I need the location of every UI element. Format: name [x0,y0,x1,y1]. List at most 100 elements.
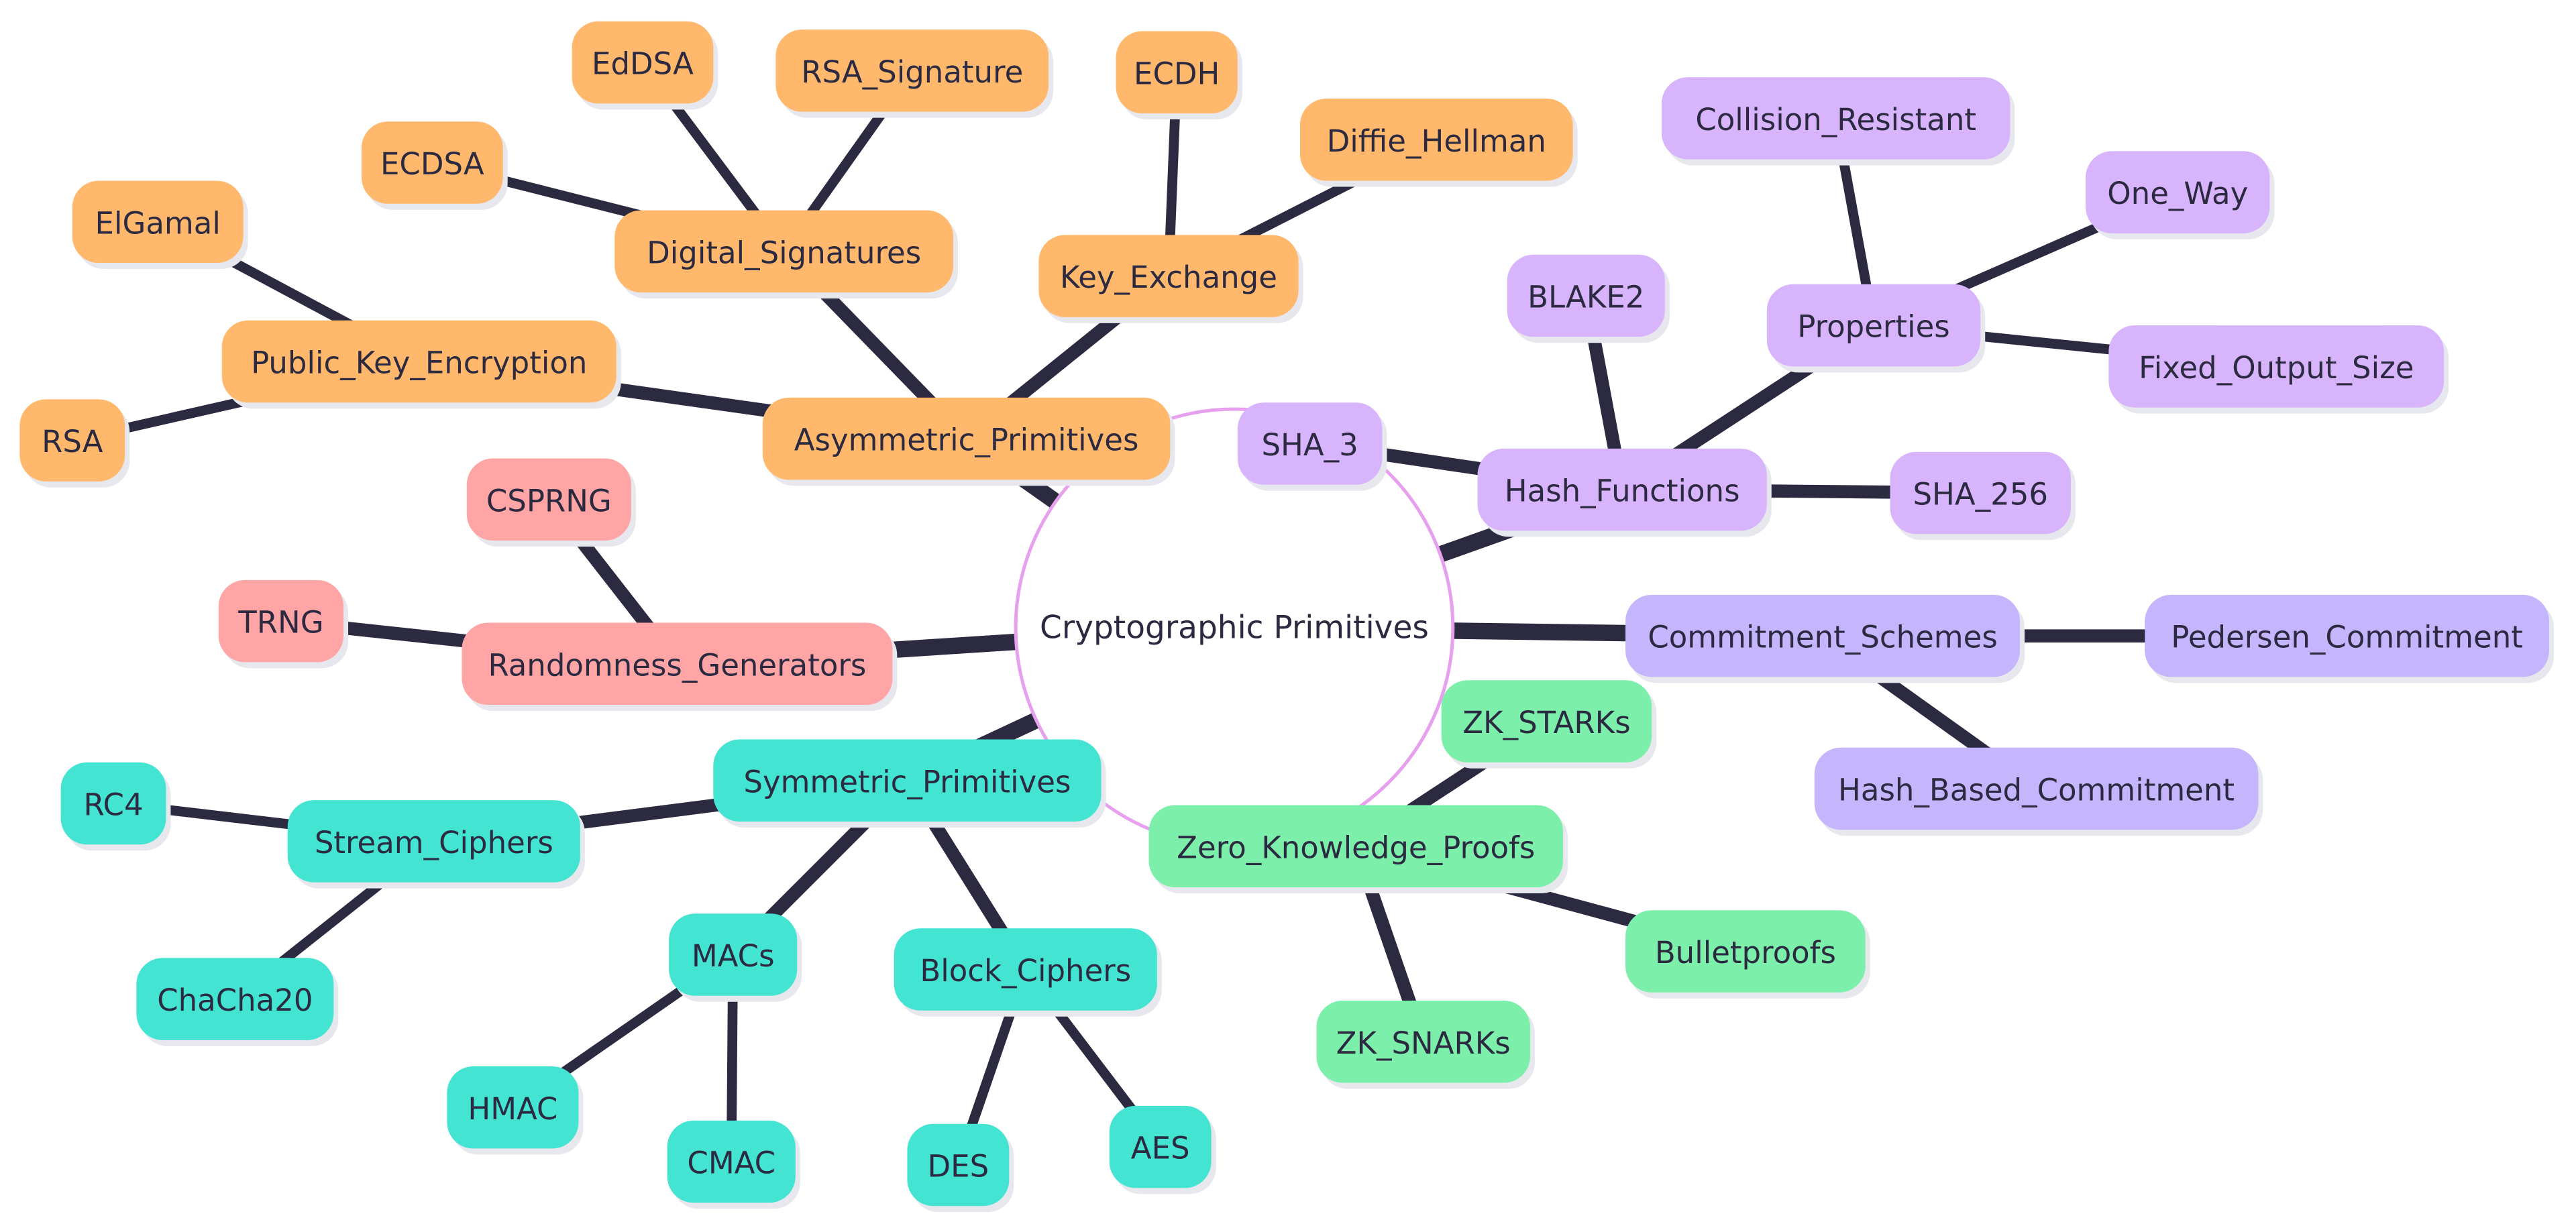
node-box[interactable] [1890,451,2072,535]
node-label: Diffie_Hellman [1327,123,1546,159]
node-box[interactable] [2086,151,2270,233]
node-bullet[interactable]: Bulletproofs [1625,910,1870,999]
node-zkp[interactable]: Zero_Knowledge_Proofs [1148,805,1568,894]
node-box[interactable] [907,1123,1010,1207]
node-box[interactable] [1316,1001,1530,1083]
node-des[interactable]: DES [907,1123,1014,1213]
node-label: Collision_Resistant [1695,102,1976,137]
node-box[interactable] [1661,77,2010,160]
node-props[interactable]: Properties [1766,284,1986,373]
node-box[interactable] [1116,31,1238,114]
node-label: Stream_Ciphers [315,825,553,860]
node-box[interactable] [72,180,244,264]
node-block[interactable]: Block_Ciphers [894,928,1162,1017]
node-cmac[interactable]: CMAC [667,1120,800,1209]
node-rsasig[interactable]: RSA_Signature [775,30,1054,118]
node-label: ECDSA [380,146,484,182]
node-label: Fixed_Output_Size [2139,350,2414,386]
node-box[interactable] [136,958,334,1040]
node-eddsa[interactable]: EdDSA [572,21,718,110]
node-ecdh[interactable]: ECDH [1116,31,1242,120]
node-box[interactable] [2145,594,2549,677]
node-box[interactable] [1625,910,1866,993]
node-hashcommit[interactable]: Hash_Based_Commitment [1814,747,2263,836]
node-label: ElGamal [95,205,221,241]
node-label: Hash_Functions [1505,473,1740,509]
node-box[interactable] [447,1066,579,1149]
node-sym[interactable]: Symmetric_Primitives [713,739,1106,828]
node-box[interactable] [1625,594,2021,677]
node-zkstarks[interactable]: ZK_STARKs [1441,680,1657,769]
node-asym[interactable]: Asymmetric_Primitives [762,397,1175,486]
node-rsa[interactable]: RSA [19,399,130,488]
node-rand[interactable]: Randomness_Generators [462,622,898,712]
node-collision[interactable]: Collision_Resistant [1661,77,2015,166]
node-pedersen[interactable]: Pedersen_Commitment [2145,594,2554,683]
node-label: HMAC [468,1091,557,1127]
node-box[interactable] [713,739,1102,822]
node-box[interactable] [669,913,798,996]
node-layer: Asymmetric_Primitives Public_Key_Encrypti… [19,21,2554,1213]
node-box[interactable] [1507,254,1665,337]
node-label: Key_Exchange [1060,260,1277,295]
node-box[interactable] [572,21,714,104]
node-label: DES [928,1149,989,1184]
node-box[interactable] [462,622,893,706]
node-rc4[interactable]: RC4 [60,762,171,851]
node-label: Commitment_Schemes [1648,620,1997,655]
node-chacha[interactable]: ChaCha20 [136,958,339,1046]
node-box[interactable] [614,210,953,293]
node-label: SHA_3 [1261,427,1358,463]
node-box[interactable] [1477,448,1767,531]
node-box[interactable] [667,1120,796,1203]
node-ecdsa[interactable]: ECDSA [362,121,508,210]
node-box[interactable] [362,121,503,204]
node-macs[interactable]: MACs [669,913,802,1002]
node-pke[interactable]: Public_Key_Encryption [221,320,621,409]
node-box[interactable] [1441,680,1652,763]
node-box[interactable] [466,458,631,541]
node-zksnarks[interactable]: ZK_SNARKs [1316,1001,1535,1089]
node-box[interactable] [19,399,125,482]
node-label: RC4 [84,787,144,823]
node-label: Hash_Based_Commitment [1838,773,2235,808]
node-trng[interactable]: TRNG [218,579,349,669]
node-box[interactable] [1814,747,2259,830]
node-sha256[interactable]: SHA_256 [1890,451,2076,541]
node-digsig[interactable]: Digital_Signatures [614,210,958,299]
node-hmac[interactable]: HMAC [447,1066,584,1155]
node-box[interactable] [1766,284,1981,367]
node-oneway[interactable]: One_Way [2086,151,2275,239]
node-box[interactable] [2108,325,2445,408]
node-box[interactable] [287,800,580,883]
node-hash[interactable]: Hash_Functions [1477,448,1772,537]
node-box[interactable] [1038,235,1299,317]
root-layer: Cryptographic Primitives [1014,407,1455,848]
node-box[interactable] [60,762,166,845]
node-box[interactable] [1237,402,1383,485]
node-dh[interactable]: Diffie_Hellman [1299,99,1578,187]
node-box[interactable] [1299,99,1573,181]
node-box[interactable] [775,30,1049,112]
node-label: ECDH [1134,56,1220,91]
node-box[interactable] [1148,805,1563,888]
node-csprng[interactable]: CSPRNG [466,458,636,547]
node-sha3[interactable]: SHA_3 [1237,402,1387,491]
node-blake2[interactable]: BLAKE2 [1507,254,1670,343]
node-label: ZK_STARKs [1462,705,1630,740]
node-label: TRNG [237,605,323,640]
node-elgamal[interactable]: ElGamal [72,180,248,270]
node-box[interactable] [894,928,1157,1011]
node-label: Symmetric_Primitives [743,764,1071,799]
node-label: AES [1131,1131,1190,1166]
node-box[interactable] [1109,1105,1212,1188]
node-box[interactable] [762,397,1171,480]
node-label: Properties [1797,309,1949,345]
node-box[interactable] [218,579,344,663]
node-aes[interactable]: AES [1109,1105,1216,1194]
node-keyex[interactable]: Key_Exchange [1038,235,1303,323]
node-commit[interactable]: Commitment_Schemes [1625,594,2025,683]
node-fixed[interactable]: Fixed_Output_Size [2108,325,2449,414]
node-box[interactable] [221,320,616,403]
node-stream[interactable]: Stream_Ciphers [287,800,585,889]
